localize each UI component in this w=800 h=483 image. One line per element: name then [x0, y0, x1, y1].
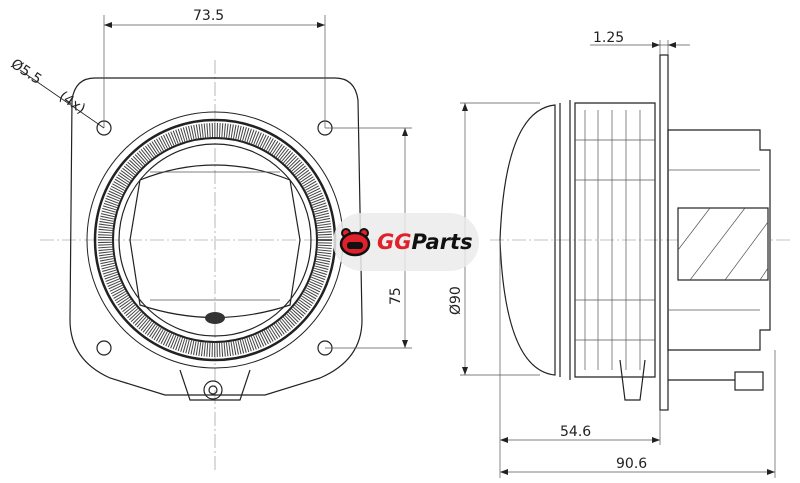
reflector [129, 164, 301, 319]
side-view [460, 54, 771, 411]
rear-housing [667, 129, 771, 351]
dimension-flange [590, 40, 690, 55]
label-area [677, 207, 769, 281]
brand-name: GGParts [377, 230, 473, 254]
connector [203, 380, 223, 400]
brand-badge [205, 312, 225, 324]
dimension-depth-flange [499, 240, 661, 478]
mascot-logo-icon [339, 228, 371, 257]
brand-suffix: Parts [411, 230, 473, 254]
overall-depth-label: 90.6 [616, 456, 647, 472]
front-view [69, 77, 363, 401]
heatsink-body [574, 102, 656, 378]
dimension-overall-depth [500, 350, 776, 478]
mounting-plate [659, 54, 669, 411]
dimension-width [103, 15, 326, 128]
heatsink-fins [575, 110, 655, 370]
mounting-hole [96, 340, 112, 356]
mounting-flange [69, 77, 363, 396]
cable-connector [734, 371, 764, 391]
hole-leader [19, 69, 105, 129]
cable-gland [619, 359, 646, 401]
brand-prefix: GG [377, 230, 412, 254]
height-label: 75 [388, 287, 404, 305]
lens-diameter-label: Ø90 [448, 286, 464, 315]
inner-ring [112, 137, 318, 343]
led-ring [98, 123, 332, 357]
width-label: 73.5 [193, 8, 224, 24]
connector-housing [179, 369, 251, 401]
flange-thickness-label: 1.25 [593, 30, 624, 46]
depth-flange-label: 54.6 [560, 424, 591, 440]
lens-outline [118, 143, 312, 337]
ggparts-watermark: GGParts [333, 213, 479, 271]
